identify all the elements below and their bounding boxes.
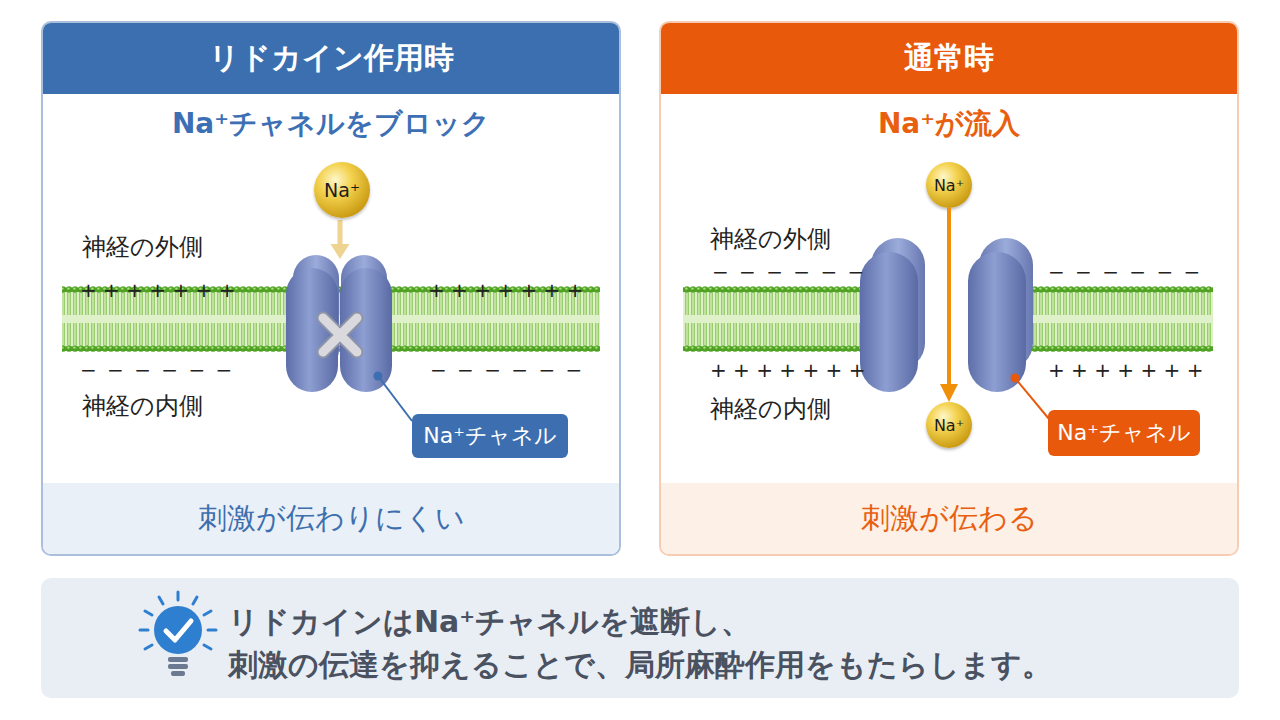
result-band: 刺激が伝わる (661, 483, 1237, 554)
bulb-base (171, 671, 185, 676)
sodium-ion-text: Na⁺ (934, 176, 964, 195)
charge-signs: − − − − − − (430, 358, 584, 382)
channel-tag-text: Na⁺チャネル (423, 421, 557, 451)
lipid-bilayer (1030, 284, 1213, 354)
charge-signs: − − − − − − (712, 260, 866, 284)
block-mark (323, 318, 357, 352)
sodium-ion: Na⁺ (314, 162, 370, 218)
channel-tag: Na⁺チャネル (412, 414, 568, 458)
summary-note: リドカインはNa⁺チャネルを遮断し、 刺激の伝達を抑えることで、局所麻酔作用をも… (41, 578, 1239, 698)
panel-header: リドカイン作用時 (43, 23, 619, 94)
sodium-ion-text: Na⁺ (324, 179, 360, 201)
leader-dot (374, 372, 383, 381)
charge-signs: − − − − − − (1048, 260, 1202, 284)
bulb-base (168, 657, 188, 662)
charge-signs: + + + + + + + (80, 278, 235, 302)
panel-header: 通常時 (661, 23, 1237, 94)
result-band: 刺激が伝わりにくい (43, 483, 619, 554)
lipid-bilayer (683, 284, 863, 354)
sodium-ion: Na⁺ (926, 162, 972, 208)
side-label: 神経の外側 (82, 233, 203, 262)
side-label: 神経の内側 (710, 395, 831, 424)
charge-signs: − − − − − − (80, 358, 234, 382)
panel-subtitle: Na⁺チャネルをブロック (43, 107, 619, 141)
result-band-text: 刺激が伝わる (861, 499, 1038, 539)
side-label: 神経の内側 (82, 392, 203, 421)
check-mark (166, 621, 191, 640)
charge-signs: + + + + + + + (1048, 358, 1203, 382)
channel-subunit (968, 252, 1026, 392)
leader-dot (1011, 374, 1020, 383)
block-mark-shadow (323, 318, 357, 352)
bulb-base (168, 664, 188, 669)
sodium-ion: Na⁺ (926, 402, 972, 448)
side-label: 神経の外側 (710, 225, 831, 254)
channel-tag: Na⁺チャネル (1048, 410, 1200, 456)
bulb-glass (154, 606, 202, 654)
blocked-arrow (338, 220, 343, 246)
sodium-ion-text: Na⁺ (934, 416, 964, 435)
charge-signs: + + + + + + + (428, 278, 583, 302)
panel-subtitle: Na⁺が流入 (661, 107, 1237, 141)
channel-subunit (860, 252, 918, 392)
result-band-text: 刺激が伝わりにくい (198, 499, 465, 539)
charge-signs: + + + + + + + (710, 358, 865, 382)
channel-tag-text: Na⁺チャネル (1057, 418, 1191, 448)
note-text: リドカインはNa⁺チャネルを遮断し、 刺激の伝達を抑えることで、局所麻酔作用をも… (228, 600, 1098, 686)
